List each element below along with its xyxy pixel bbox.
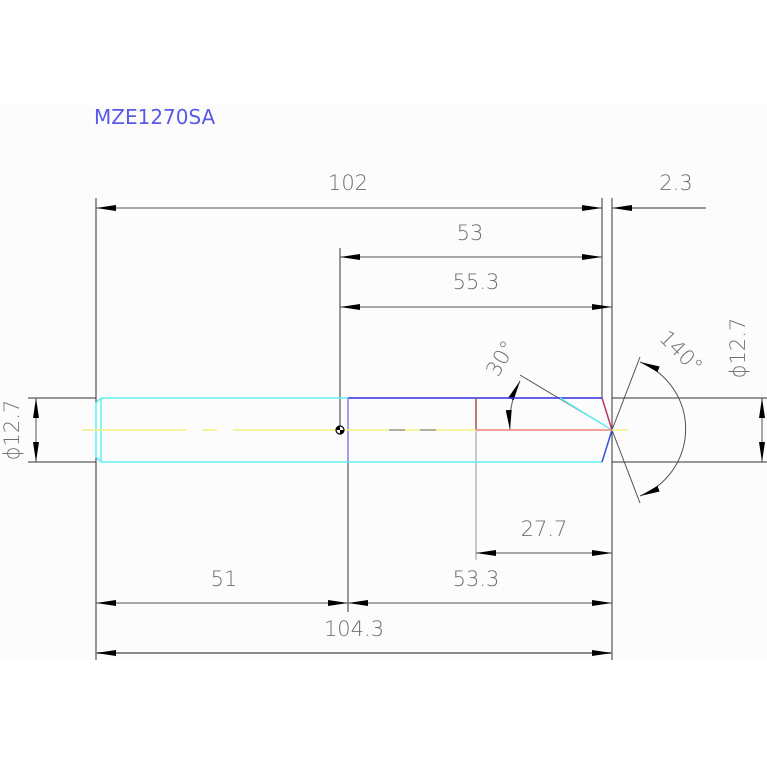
- dim-overall-length: 104.3: [324, 617, 384, 641]
- extension-lines: [28, 198, 767, 660]
- dim-overall-upper: 102: [328, 171, 368, 195]
- origin-marker: [335, 425, 345, 435]
- tool-outline: [95, 397, 613, 463]
- dim-diameter-right: ϕ12.7: [726, 318, 750, 379]
- dim-shank-length: 51: [211, 567, 238, 591]
- dim-tip-offset: 2.3: [659, 171, 692, 195]
- drawing-sheet: [0, 105, 767, 660]
- dim-diameter-left: ϕ12.7: [0, 400, 24, 461]
- dim-flute-length-a: 53: [457, 221, 484, 245]
- dim-flute-length-b: 55.3: [453, 270, 500, 294]
- part-number-title: MZE1270SA: [94, 105, 216, 129]
- dim-tip-length: 27.7: [521, 517, 568, 541]
- dim-helix-angle: 30°: [481, 336, 520, 380]
- dimension-lines: [33, 205, 765, 656]
- dim-body-length: 53.3: [453, 567, 500, 591]
- dim-point-angle: 140°: [655, 326, 708, 379]
